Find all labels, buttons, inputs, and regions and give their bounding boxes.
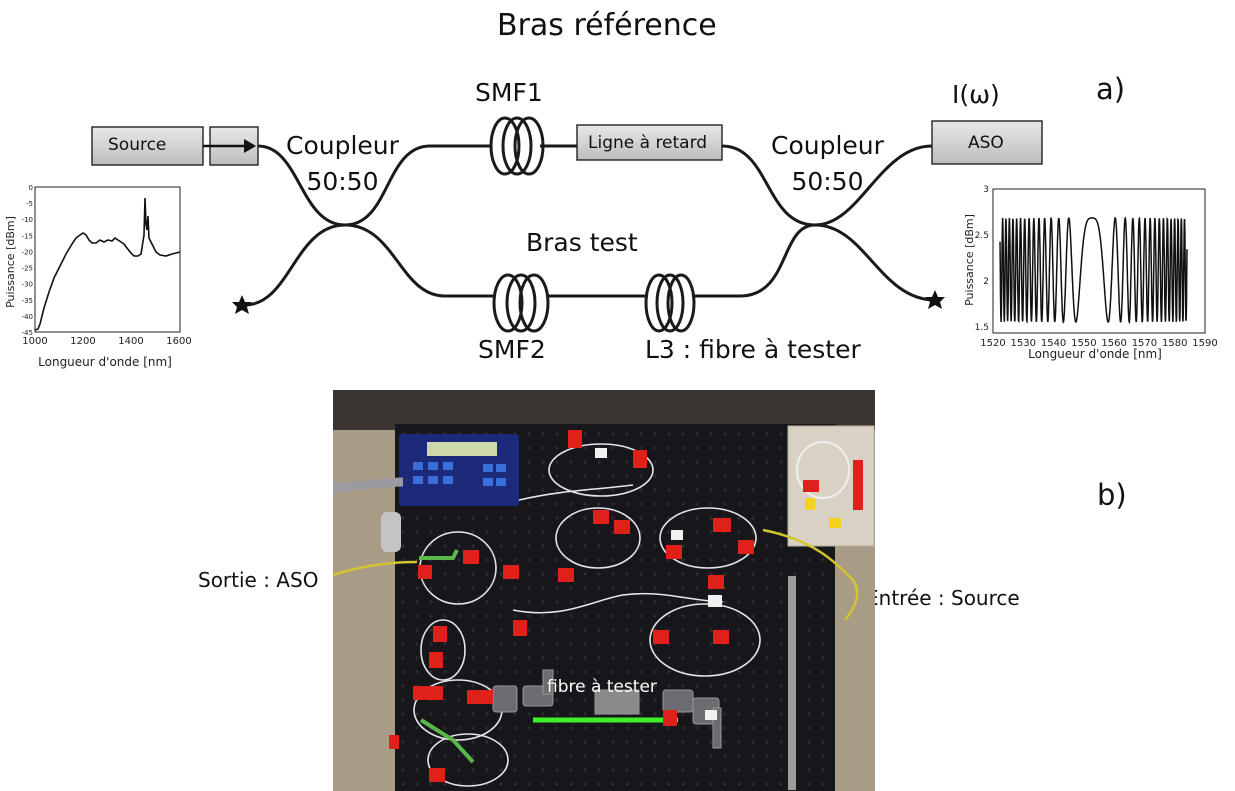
x-tick-label: 1600 bbox=[166, 336, 191, 347]
y-tick-label: -40 bbox=[22, 313, 33, 321]
osa-box-label: ASO bbox=[968, 133, 1004, 153]
star-left-icon bbox=[232, 295, 252, 314]
x-tick-label: 1200 bbox=[70, 336, 95, 347]
y-tick-label: 2 bbox=[983, 277, 989, 287]
right-plot-ylabel: Puissance [dBm] bbox=[963, 214, 976, 306]
star-right-icon bbox=[925, 290, 945, 309]
fiber-paths bbox=[245, 146, 935, 305]
y-tick-label: 3 bbox=[983, 185, 989, 195]
x-tick-label: 1400 bbox=[118, 336, 143, 347]
setup-photo: fibre à tester bbox=[333, 390, 875, 791]
y-tick-label: 1.5 bbox=[975, 323, 989, 333]
y-tick-label: 0 bbox=[29, 184, 33, 192]
y-tick-label: -25 bbox=[22, 265, 33, 273]
y-tick-label: -10 bbox=[22, 216, 33, 224]
y-tick-label: -15 bbox=[22, 232, 33, 240]
smf2-coil bbox=[494, 275, 548, 331]
source-box-label: Source bbox=[108, 135, 166, 155]
delay-line-label: Ligne à retard bbox=[588, 133, 707, 153]
controller-display bbox=[427, 442, 497, 456]
y-tick-label: 2.5 bbox=[975, 231, 989, 241]
right-plot-xlabel: Longueur d'onde [nm] bbox=[1028, 347, 1162, 361]
smf1-coil bbox=[491, 118, 543, 174]
x-tick-label: 1590 bbox=[1192, 338, 1217, 349]
x-tick-label: 1580 bbox=[1162, 338, 1187, 349]
plot-frame bbox=[35, 187, 180, 332]
y-tick-label: -20 bbox=[22, 248, 33, 256]
left-plot-ylabel: Puissance [dBm] bbox=[4, 216, 17, 308]
y-tick-label: -5 bbox=[26, 200, 33, 208]
output-osa-label: Sortie : ASO bbox=[198, 568, 318, 592]
panel-b-label: b) bbox=[1097, 478, 1127, 512]
x-tick-label: 1520 bbox=[980, 338, 1005, 349]
input-source-label: Entrée : Source bbox=[866, 586, 1020, 610]
fiber-under-test-label: fibre à tester bbox=[547, 677, 657, 697]
l3-coil bbox=[646, 275, 694, 331]
x-tick-label: 1000 bbox=[22, 336, 47, 347]
left-plot-xlabel: Longueur d'onde [nm] bbox=[38, 355, 172, 369]
y-tick-label: -35 bbox=[22, 297, 33, 305]
setup-photo-drawing bbox=[333, 390, 875, 791]
ruler bbox=[788, 576, 796, 790]
y-tick-label: -30 bbox=[22, 281, 33, 289]
